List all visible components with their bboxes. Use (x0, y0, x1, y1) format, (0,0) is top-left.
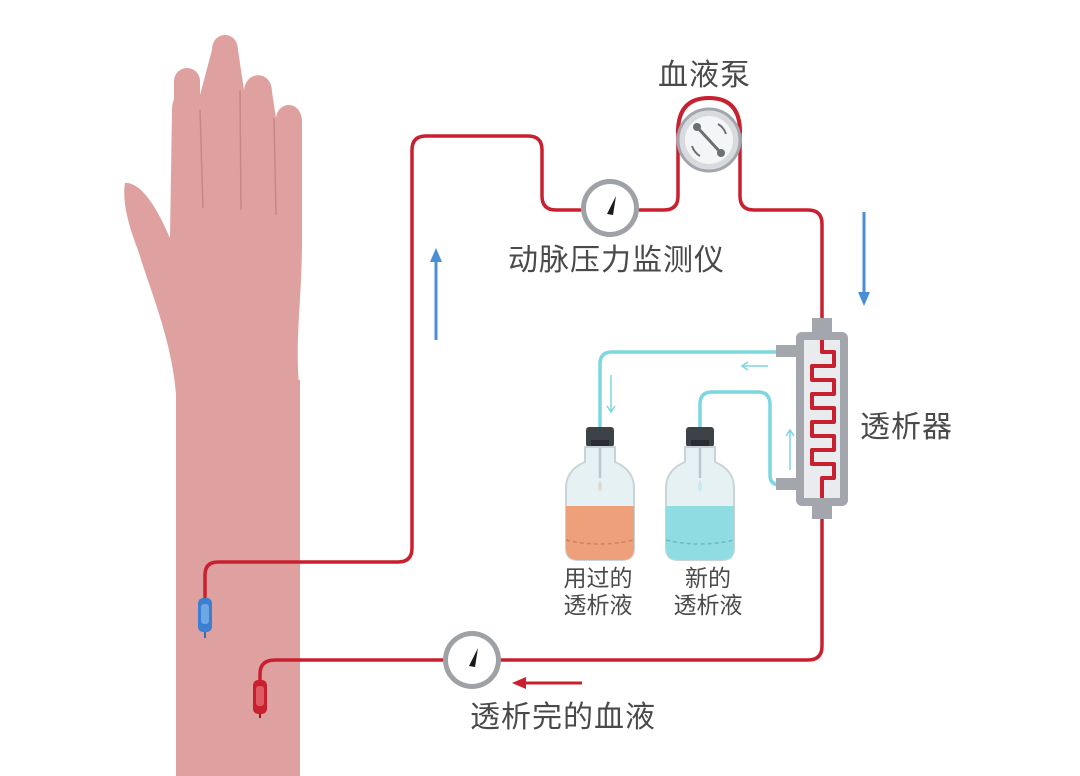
venous-line (498, 503, 824, 662)
dialysate-flow-arrows (606, 361, 795, 470)
return-pressure-gauge-icon (443, 631, 501, 689)
blue-cannula-icon (198, 598, 212, 638)
arterial-pressure-gauge-icon (581, 179, 639, 237)
rotary-pump-icon (676, 107, 742, 173)
blood-pump-label: 血液泵 (658, 58, 751, 93)
fresh-dialysate-line2: 透析液 (673, 593, 743, 619)
dialysate-tubing (598, 350, 798, 487)
dialyzer-coil (810, 340, 836, 498)
flow-arrows (430, 212, 870, 689)
arterial-line (203, 134, 582, 602)
arm-hand-illustration (124, 35, 303, 776)
used-dialysate-line1: 用过的 (563, 566, 633, 592)
used-dialysate-line2: 透析液 (563, 593, 633, 619)
dialyzed-blood-label: 透析完的血液 (470, 700, 656, 735)
return-flow-left-arrow (512, 677, 582, 689)
fresh-dialysate-line1: 新的 (685, 566, 731, 592)
arterial-pressure-monitor-label: 动脉压力监测仪 (508, 243, 725, 278)
red-cannula-icon (253, 680, 267, 718)
to-dialyzer-down-arrow (858, 212, 870, 306)
used-dialysate-bottle (565, 427, 635, 561)
fresh-dialysate-label: 新的 透析液 (664, 566, 752, 620)
arterial-flow-up-arrow (430, 248, 442, 340)
dialyzer-label: 透析器 (860, 410, 953, 445)
fresh-dialysate-bottle (665, 427, 735, 561)
pump-loop (676, 96, 742, 134)
used-dialysate-label: 用过的 透析液 (546, 566, 650, 620)
blood-tubing (203, 96, 824, 687)
dialyzer (776, 318, 848, 519)
